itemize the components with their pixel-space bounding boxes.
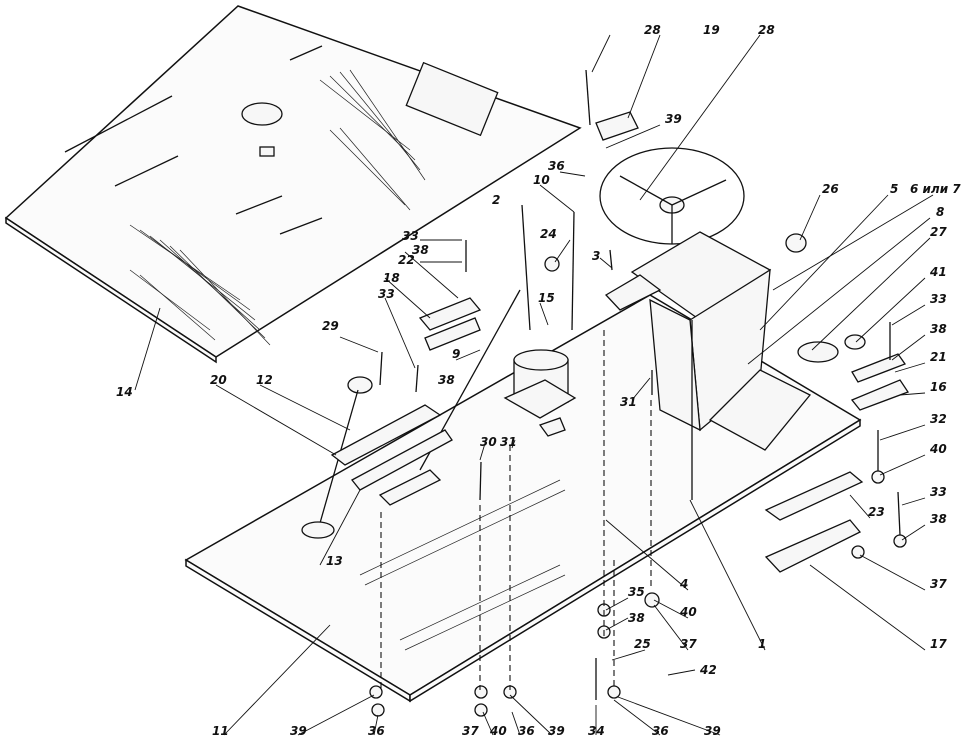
callout-16-right: 16 [930, 380, 947, 394]
callout-38-upper: 38 [412, 243, 429, 257]
upper-floor-panel [4, 5, 582, 364]
leader-lines [134, 34, 934, 736]
filter-unit [503, 349, 577, 437]
callout-39-bottom-center: 39 [548, 724, 565, 738]
callout-4: 4 [679, 577, 688, 591]
callout-32: 32 [930, 412, 947, 426]
brackets [330, 111, 909, 573]
callout-37-bottom: 37 [462, 724, 479, 738]
callout-22: 22 [398, 253, 415, 267]
callout-5: 5 [890, 182, 898, 196]
callout-38-center: 38 [628, 611, 645, 625]
callout-11: 11 [212, 724, 229, 738]
callout-38-left: 38 [438, 373, 455, 387]
callout-38-right-top: 38 [930, 322, 947, 336]
callout-3: 3 [592, 249, 600, 263]
callout-37-right: 37 [930, 577, 947, 591]
steering-wheel [599, 147, 745, 245]
callout-33-right-top: 33 [930, 292, 947, 306]
callout-labels: 28 19 28 39 36 10 26 5 6 или 7 8 27 41 3… [116, 23, 961, 738]
callout-34: 34 [588, 724, 605, 738]
callout-24: 24 [540, 227, 557, 241]
callout-39-bottom-left: 39 [290, 724, 307, 738]
callout-20: 20 [210, 373, 227, 387]
callout-37-center: 37 [680, 637, 697, 651]
callout-40-right: 40 [929, 442, 947, 456]
callout-28-right: 28 [758, 23, 775, 37]
callout-31-center: 31 [500, 435, 517, 449]
callout-26: 26 [822, 182, 839, 196]
callout-9: 9 [452, 347, 460, 361]
callout-39-bottom-right: 39 [704, 724, 721, 738]
callout-35: 35 [628, 585, 645, 599]
callout-36-top: 36 [548, 159, 565, 173]
callout-2: 2 [492, 193, 500, 207]
callout-42: 42 [699, 663, 717, 677]
callout-40-center: 40 [679, 605, 697, 619]
callout-14: 14 [116, 385, 133, 399]
callout-1: 1 [758, 637, 766, 651]
pedal-assembly [604, 274, 812, 451]
callout-8: 8 [936, 205, 944, 219]
callout-28-top: 28 [644, 23, 661, 37]
callout-21: 21 [930, 350, 947, 364]
callout-6-or-7: 6 или 7 [910, 182, 961, 196]
callout-33-right-bottom: 33 [930, 485, 947, 499]
callout-23: 23 [868, 505, 885, 519]
assembly-lines [380, 330, 652, 690]
callout-33-left: 33 [378, 287, 395, 301]
callout-10: 10 [533, 173, 550, 187]
callout-41: 41 [929, 265, 947, 279]
callout-29: 29 [322, 319, 339, 333]
callout-39-top: 39 [665, 112, 682, 126]
callout-18: 18 [383, 271, 400, 285]
callout-25: 25 [634, 637, 651, 651]
callout-36-bottom-left: 36 [368, 724, 385, 738]
callout-38-right-bottom: 38 [930, 512, 947, 526]
callout-15-upper: 15 [538, 291, 555, 305]
callout-19: 19 [703, 23, 720, 37]
callout-12: 12 [256, 373, 273, 387]
callout-30: 30 [480, 435, 497, 449]
callout-36-bottom-right: 36 [652, 724, 669, 738]
callout-17: 17 [930, 637, 947, 651]
callout-33-upper: 33 [402, 229, 419, 243]
callout-31-right: 31 [620, 395, 637, 409]
callout-27: 27 [930, 225, 947, 239]
callout-36-bottom-center: 36 [518, 724, 535, 738]
callout-40-bottom: 40 [489, 724, 507, 738]
callout-13: 13 [326, 554, 343, 568]
